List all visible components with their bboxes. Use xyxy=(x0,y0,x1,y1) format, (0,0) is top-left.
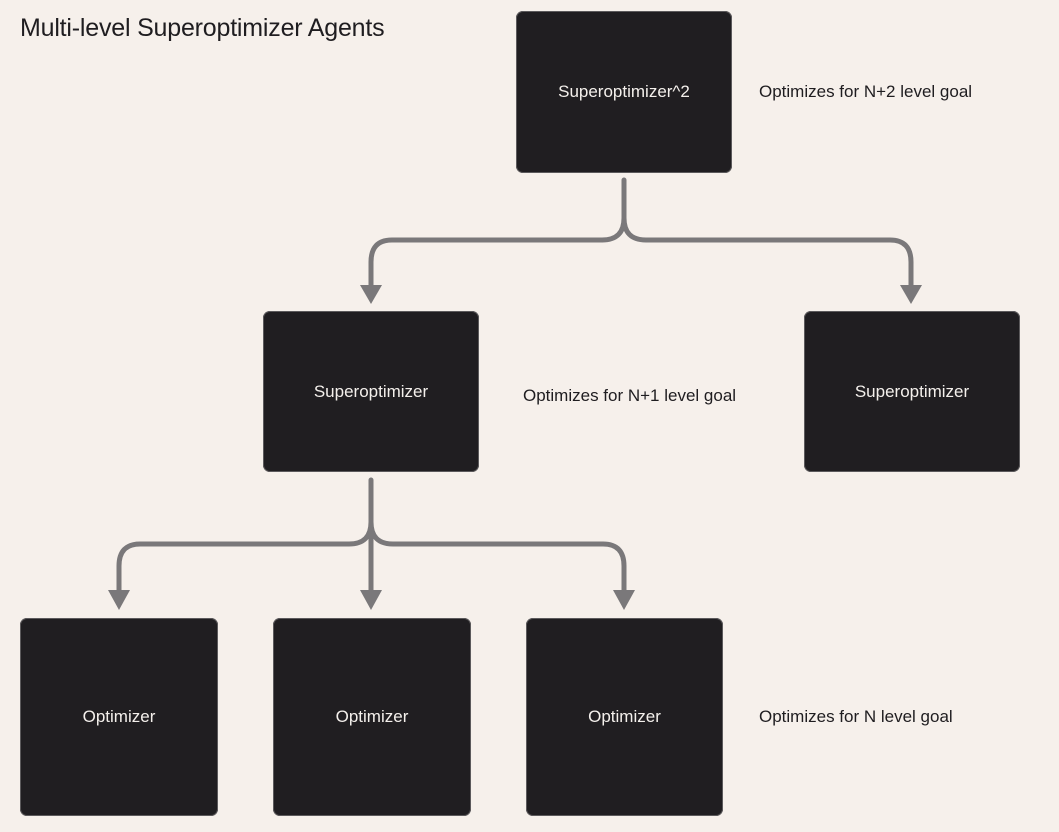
arrowhead-mid-left xyxy=(360,285,382,304)
edge-mid-to-bottom-1 xyxy=(116,519,374,595)
node-superoptimizer-squared[interactable]: Superoptimizer^2 xyxy=(516,11,732,173)
node-label: Superoptimizer xyxy=(313,381,429,401)
annotation-n1-level: Optimizes for N+1 level goal xyxy=(523,386,737,405)
node-label: Superoptimizer xyxy=(854,381,970,401)
edge-top-trunk xyxy=(599,177,627,243)
node-label: Optimizer xyxy=(335,707,409,726)
node-optimizer-3[interactable]: Optimizer xyxy=(526,618,723,816)
node-label: Optimizer xyxy=(588,707,661,726)
node-optimizer-1[interactable]: Optimizer xyxy=(20,618,218,816)
node-label: Optimizer xyxy=(82,707,156,726)
edge-top-to-mid-right xyxy=(621,215,914,291)
arrowhead-bottom-1 xyxy=(108,590,130,610)
node-label: Superoptimizer^2 xyxy=(558,82,690,101)
arrowhead-mid-right xyxy=(900,285,922,304)
edge-top-to-mid-left xyxy=(368,237,605,291)
arrowhead-bottom-2 xyxy=(360,590,382,610)
annotation-n2-level: Optimizes for N+2 level goal xyxy=(759,82,973,101)
node-superoptimizer-right[interactable]: Superoptimizer xyxy=(804,311,1020,472)
diagram-title: Multi-level Superoptimizer Agents xyxy=(20,14,385,42)
annotation-n-level: Optimizes for N level goal xyxy=(759,707,953,726)
edge-mid-to-bottom-3 xyxy=(368,519,627,595)
arrowhead-bottom-3 xyxy=(613,590,635,610)
node-superoptimizer-left[interactable]: Superoptimizer xyxy=(263,311,479,472)
node-optimizer-2[interactable]: Optimizer xyxy=(273,618,471,816)
